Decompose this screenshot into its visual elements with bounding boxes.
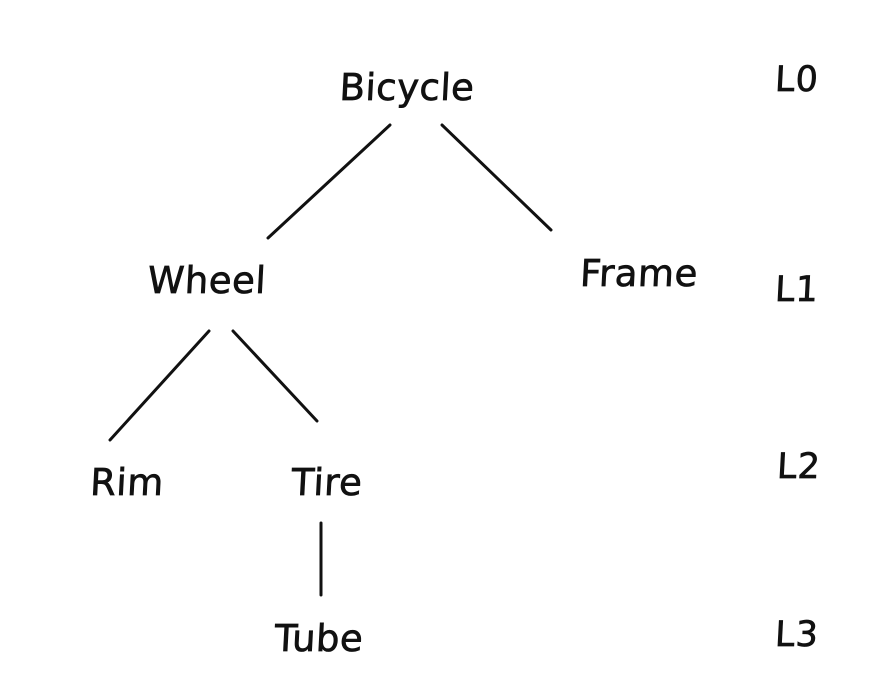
level-label-l3: L3: [773, 615, 821, 656]
tree-edge-bicycle-to-frame: [440, 123, 553, 232]
tree-node-frame[interactable]: Frame: [578, 252, 700, 296]
tree-edge-bicycle-to-wheel: [266, 123, 392, 240]
tree-node-tube[interactable]: Tube: [273, 617, 365, 661]
level-label-l2: L2: [775, 447, 823, 488]
tree-node-rim[interactable]: Rim: [89, 461, 165, 505]
tree-node-wheel[interactable]: Wheel: [146, 259, 268, 303]
tree-edge-wheel-to-tire: [231, 329, 319, 423]
level-label-l0: L0: [773, 60, 821, 101]
tree-node-tire[interactable]: Tire: [290, 461, 364, 505]
level-label-l1: L1: [773, 270, 821, 311]
tree-node-bicycle[interactable]: Bicycle: [338, 66, 476, 110]
tree-edge-wheel-to-rim: [108, 329, 211, 442]
